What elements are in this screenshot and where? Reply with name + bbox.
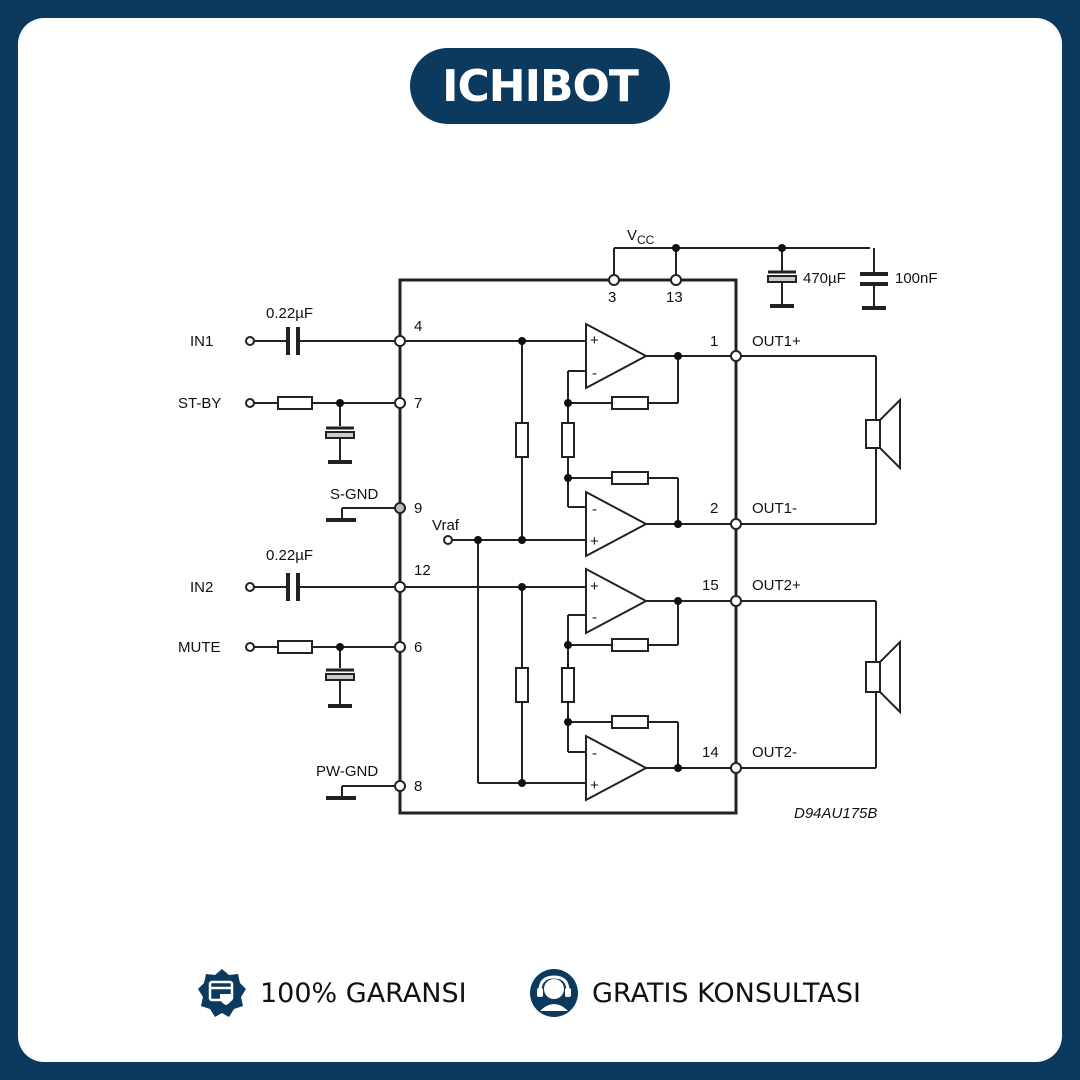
cap-100-label: 100nF — [895, 270, 938, 287]
speaker-1 — [865, 419, 881, 449]
pin-8: 8 — [414, 778, 422, 795]
pin-7: 7 — [414, 395, 422, 412]
pin-12: 12 — [414, 562, 431, 579]
guarantee-badge-icon — [198, 969, 246, 1017]
svg-text:-: - — [592, 365, 597, 382]
cap-in2-label: 0.22µF — [266, 547, 313, 564]
pin-3: 3 — [608, 289, 616, 306]
in2-label: IN2 — [190, 579, 213, 596]
out1m-label: OUT1- — [752, 500, 797, 517]
sgnd-label: S-GND — [330, 486, 379, 503]
out2m-label: OUT2- — [752, 744, 797, 761]
consult-label: GRATIS KONSULTASI — [592, 977, 862, 1009]
svg-text:+: + — [590, 578, 599, 595]
cap-in1-label: 0.22µF — [266, 305, 313, 322]
svg-text:-: - — [592, 745, 597, 762]
pin-9: 9 — [414, 500, 422, 517]
svg-text:+: + — [590, 533, 599, 550]
headset-support-icon — [530, 969, 578, 1017]
pin-14: 14 — [702, 744, 719, 761]
vraf-label: Vraf — [432, 517, 460, 534]
pin-6: 6 — [414, 639, 422, 656]
guarantee-item: 100% GARANSI — [196, 966, 467, 1020]
consult-item: GRATIS KONSULTASI — [528, 966, 861, 1020]
ic-body — [398, 278, 738, 815]
pin-2: 2 — [710, 500, 718, 517]
in1-label: IN1 — [190, 333, 213, 350]
svg-text:+: + — [590, 332, 599, 349]
speaker-2 — [865, 661, 881, 693]
ref-code: D94AU175B — [794, 805, 877, 822]
guarantee-label: 100% GARANSI — [260, 977, 467, 1009]
pin-1: 1 — [710, 333, 718, 350]
pin-15: 15 — [702, 577, 719, 594]
svg-text:-: - — [592, 609, 597, 626]
out2p-label: OUT2+ — [752, 577, 801, 594]
svg-text:+: + — [590, 777, 599, 794]
cap-470-label: 470µF — [803, 270, 846, 287]
stby-label: ST-BY — [178, 395, 221, 412]
brand-badge: ICHIBOT — [410, 48, 670, 124]
svg-text:-: - — [592, 501, 597, 518]
pin-13: 13 — [666, 289, 683, 306]
mute-label: MUTE — [178, 639, 221, 656]
pin-4: 4 — [414, 318, 422, 335]
out1p-label: OUT1+ — [752, 333, 801, 350]
pwgnd-label: PW-GND — [316, 763, 378, 780]
vcc-label: VCC — [627, 227, 655, 247]
